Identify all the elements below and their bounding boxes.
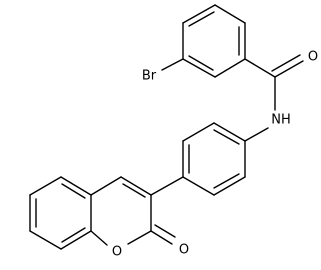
- bond: [182, 176, 215, 196]
- bond: [29, 230, 62, 250]
- bond: [150, 176, 184, 196]
- bond: [214, 4, 246, 24]
- bond: [271, 54, 301, 72]
- bond: [120, 176, 152, 196]
- bond: [244, 58, 276, 78]
- amide-nh-label: NH: [271, 113, 291, 128]
- bond-lines: [29, 4, 304, 250]
- bond: [90, 176, 122, 196]
- bond: [214, 58, 246, 78]
- atom-labels: Br O NH O O: [112, 50, 318, 260]
- bond: [29, 176, 62, 196]
- bond: [274, 60, 304, 78]
- bromine-atom-label: Br: [142, 69, 157, 84]
- bond: [90, 230, 108, 246]
- carbonyl-oxygen-label: O: [179, 243, 189, 258]
- bond: [60, 176, 92, 196]
- ring-oxygen-label: O: [112, 245, 122, 260]
- bond: [182, 58, 216, 78]
- bond: [244, 127, 269, 142]
- bond: [150, 230, 173, 245]
- bond: [60, 230, 92, 250]
- bond: [182, 4, 216, 24]
- bond: [127, 230, 152, 245]
- bond: [213, 173, 240, 189]
- bond: [154, 224, 176, 238]
- bond: [61, 227, 86, 243]
- bond: [122, 183, 146, 198]
- bond: [213, 129, 240, 145]
- bond: [188, 55, 214, 71]
- bond: [61, 183, 86, 199]
- bond: [161, 58, 184, 71]
- bond: [182, 122, 215, 142]
- amide-oxygen-label: O: [308, 50, 318, 65]
- bond: [188, 11, 215, 27]
- bond: [213, 122, 246, 142]
- bond: [213, 176, 246, 196]
